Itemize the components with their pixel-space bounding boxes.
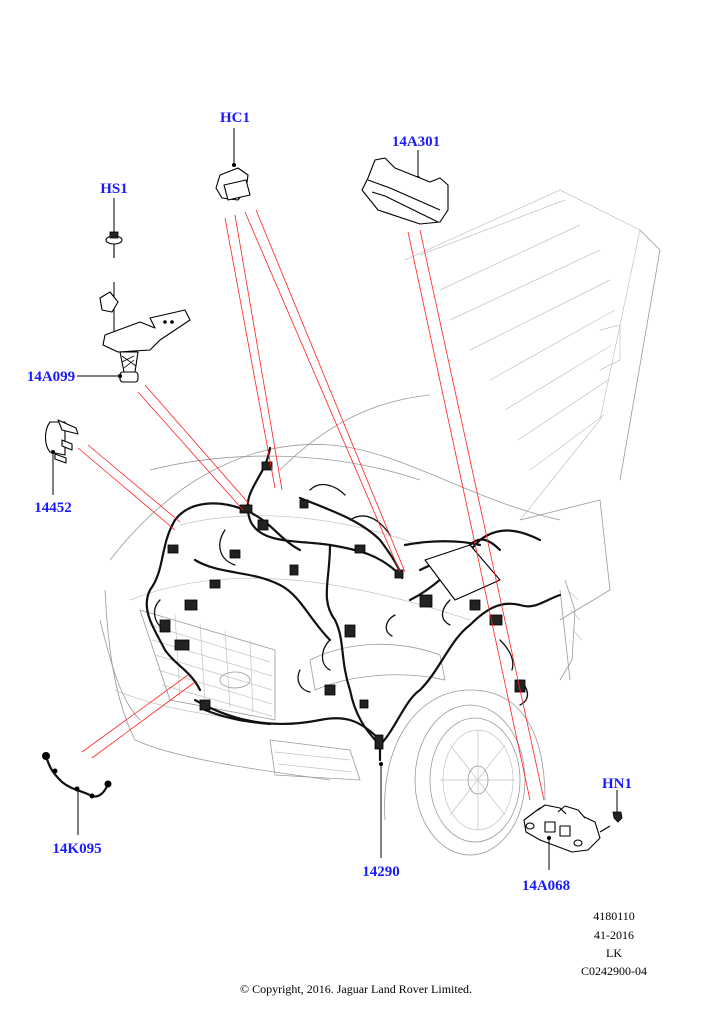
- part-14452[interactable]: 14452: [34, 419, 79, 516]
- label-hs1: HS1: [100, 181, 128, 197]
- label-hc1: HC1: [220, 110, 250, 126]
- wiring-harness-14290[interactable]: [145, 446, 562, 762]
- part-14a301[interactable]: 14A301: [361, 134, 449, 225]
- copyright-notice: © Copyright, 2016. Jaguar Land Rover Lim…: [240, 982, 472, 996]
- ref-date: 41-2016: [594, 928, 634, 942]
- part-14a099[interactable]: 14A099: [27, 282, 191, 385]
- label-14a301: 14A301: [392, 134, 440, 150]
- part-14a068[interactable]: 14A068: [522, 804, 611, 894]
- connector-icon: [44, 421, 66, 456]
- label-14k095: 14K095: [52, 841, 101, 857]
- part-hc1[interactable]: HC1: [215, 110, 251, 201]
- cover-icon: [361, 157, 449, 225]
- ref-code: 4180110: [593, 909, 635, 923]
- part-hn1[interactable]: HN1: [602, 776, 632, 823]
- part-14k095[interactable]: 14K095: [42, 752, 112, 857]
- label-14452: 14452: [34, 500, 72, 516]
- reference-block: 4180110 41-2016 LK C0242900-04: [581, 909, 647, 978]
- clip-icon: [99, 291, 119, 313]
- label-14a068: 14A068: [522, 878, 570, 894]
- label-hn1: HN1: [602, 776, 632, 792]
- leader-dot: [232, 163, 236, 167]
- label-14a099: 14A099: [27, 369, 75, 385]
- part-hs1[interactable]: HS1: [100, 181, 128, 258]
- callout-lines: [77, 209, 545, 801]
- ref-initials: LK: [606, 946, 622, 960]
- part-14290[interactable]: 14290: [362, 762, 400, 880]
- ref-illustration-id: C0242900-04: [581, 964, 647, 978]
- nut-icon: [612, 811, 623, 823]
- bracket-icon: [102, 309, 191, 353]
- label-14290: 14290: [362, 864, 400, 880]
